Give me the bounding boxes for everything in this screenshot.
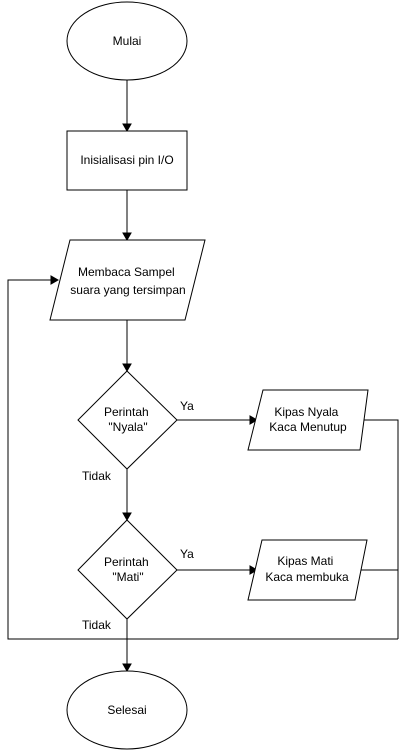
arrowhead [122,512,132,522]
decision-on-diamond [77,370,178,470]
arrowhead [122,123,132,133]
init-process: Inisialisasi pin I/O [66,130,188,191]
branch-label-yes-2: Ya [180,547,194,561]
start-label: Mulai [113,34,142,48]
branch-label-yes-1: Ya [180,399,194,413]
end-label: Selesai [107,703,146,717]
svg-text:Perintah "Mati": Perintah "Mati" [104,555,152,584]
init-box [66,130,188,191]
svg-text:Kipas Mati Kaca membuka: Kipas Mati Kaca membuka [265,554,349,584]
svg-text:Perintah "Nyala": Perintah "Nyala" [104,405,152,434]
arrowhead [122,663,132,673]
decision-off: Perintah "Mati" [77,519,178,620]
action-on-parallelogram [247,389,369,451]
branch-label-no-2: Tidak [82,618,112,632]
action-off-parallelogram [247,539,368,601]
arrowhead [122,232,132,242]
edge-action-on-loop [360,419,399,639]
connectors [7,80,399,673]
edge-loop-back-to-read [7,279,398,640]
read-label-line-2: suara yang tersimpan [70,283,185,297]
action-off-io: Kipas Mati Kaca membuka [247,539,368,601]
action-off-label-line-1: Kipas Mati [277,554,333,568]
decision-off-label-line-1: Perintah [104,555,149,569]
decision-on-label-line-1: Perintah [104,405,149,419]
decision-off-diamond [77,519,178,620]
start-terminator: Mulai [66,1,188,81]
end-ellipse [66,670,188,750]
init-label: Inisialisasi pin I/O [80,153,173,167]
svg-text:Kipas Nyala Kaca Menutup: Kipas Nyala Kaca Menutup [269,405,347,434]
end-terminator: Selesai [66,670,188,750]
arrowhead [50,275,60,285]
arrowhead [249,415,259,425]
decision-on-label-line-2: "Nyala" [108,420,147,434]
branch-label-no-1: Tidak [82,469,112,483]
decision-on: Perintah "Nyala" [77,370,178,470]
action-on-io: Kipas Nyala Kaca Menutup [247,389,369,451]
read-io: Membaca Sampel suara yang tersimpan [49,239,206,321]
action-on-label-line-2: Kaca Menutup [269,420,347,434]
read-parallelogram [49,239,206,321]
action-off-label-line-2: Kaca membuka [265,570,349,584]
read-label-line-1: Membaca Sampel [78,265,175,279]
action-on-label-line-1: Kipas Nyala [274,405,338,419]
arrowhead [249,565,259,575]
svg-text:Membaca Sampel suara yan: Membaca Sampel suara yang tersimpan [70,265,185,297]
decision-off-label-line-2: "Mati" [112,570,143,584]
arrowhead [122,363,132,373]
start-ellipse [66,1,188,81]
